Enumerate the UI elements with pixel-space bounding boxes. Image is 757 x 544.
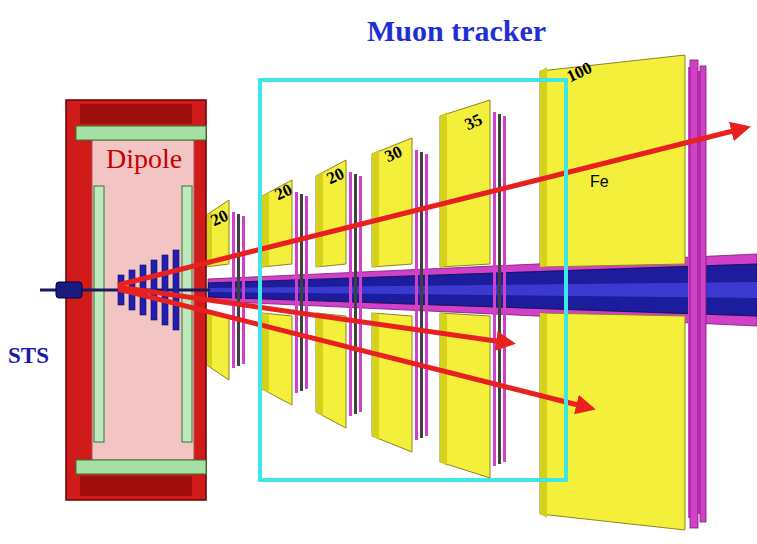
iron-absorber [205, 200, 245, 380]
absorber-edge [540, 313, 547, 518]
detector-station [425, 154, 428, 436]
detector-station [295, 192, 298, 393]
absorber-edge [440, 112, 447, 267]
muon-track-arrow [118, 287, 510, 343]
detector-station [359, 176, 362, 412]
absorber-edge [540, 67, 547, 267]
region-heading: Muon tracker [365, 14, 548, 48]
tracker-region: Muon tracker [258, 8, 568, 482]
region-outline [258, 78, 568, 482]
absorber-thickness: 20 [272, 180, 296, 205]
absorber-edge [262, 192, 269, 267]
absorber-thickness: 35 [462, 110, 486, 135]
iron-absorber [316, 160, 362, 428]
target [56, 282, 82, 298]
detector-name: STS [8, 343, 49, 369]
magnet-yoke [66, 100, 206, 500]
magnet-label: Dipole [104, 143, 184, 175]
material-label: Fe [590, 173, 609, 191]
absorber-lower [316, 313, 346, 428]
absorber-thickness: 100 [564, 58, 596, 87]
coil-frame [182, 186, 192, 442]
detector-station [498, 114, 501, 464]
absorber-edge [372, 150, 379, 267]
absorber-lower [540, 313, 685, 530]
detector-station [493, 112, 496, 466]
detector-station [232, 212, 235, 368]
muon-track-arrow [118, 289, 590, 408]
magnet-yoke-bottom [80, 476, 192, 496]
coil-frame [94, 186, 104, 442]
absorber-thickness: 20 [324, 164, 348, 189]
sts-station [173, 250, 179, 330]
detector-station [503, 116, 506, 462]
absorber-lower [205, 313, 229, 380]
iron-absorber [262, 180, 308, 405]
dipole-magnet [40, 100, 210, 500]
absorber-edge [372, 313, 379, 440]
iron-absorber [372, 138, 428, 452]
absorber-upper [440, 100, 490, 267]
absorber-thickness: 20 [208, 206, 232, 231]
detector-station [690, 60, 698, 528]
magnet-coil [76, 126, 206, 140]
absorber-lower [372, 313, 412, 452]
detector-station [349, 172, 352, 416]
detector-station [354, 174, 357, 414]
detector-station [415, 150, 418, 440]
absorber-edge [316, 313, 323, 416]
detector-station [237, 214, 240, 366]
detector-station [242, 216, 245, 364]
detector-station [700, 66, 706, 522]
absorber-thickness: 30 [382, 142, 406, 167]
dipole-magnet-box: Dipole [66, 100, 206, 500]
magnet-coil [76, 460, 206, 474]
sts-station [162, 255, 168, 325]
absorber-upper [372, 138, 412, 267]
beam-pipe-core [208, 282, 757, 298]
absorber-edge [316, 172, 323, 267]
magnet-yoke-top [80, 104, 192, 124]
absorber-group [205, 55, 706, 530]
iron-absorber [440, 100, 506, 478]
detector-station [420, 152, 423, 438]
detector-station [300, 194, 303, 391]
muon-tracks [118, 128, 745, 408]
detector-station [305, 196, 308, 389]
beam-pipe [208, 264, 757, 316]
muon-track-arrow [118, 128, 745, 285]
magnet-gap [92, 140, 194, 460]
